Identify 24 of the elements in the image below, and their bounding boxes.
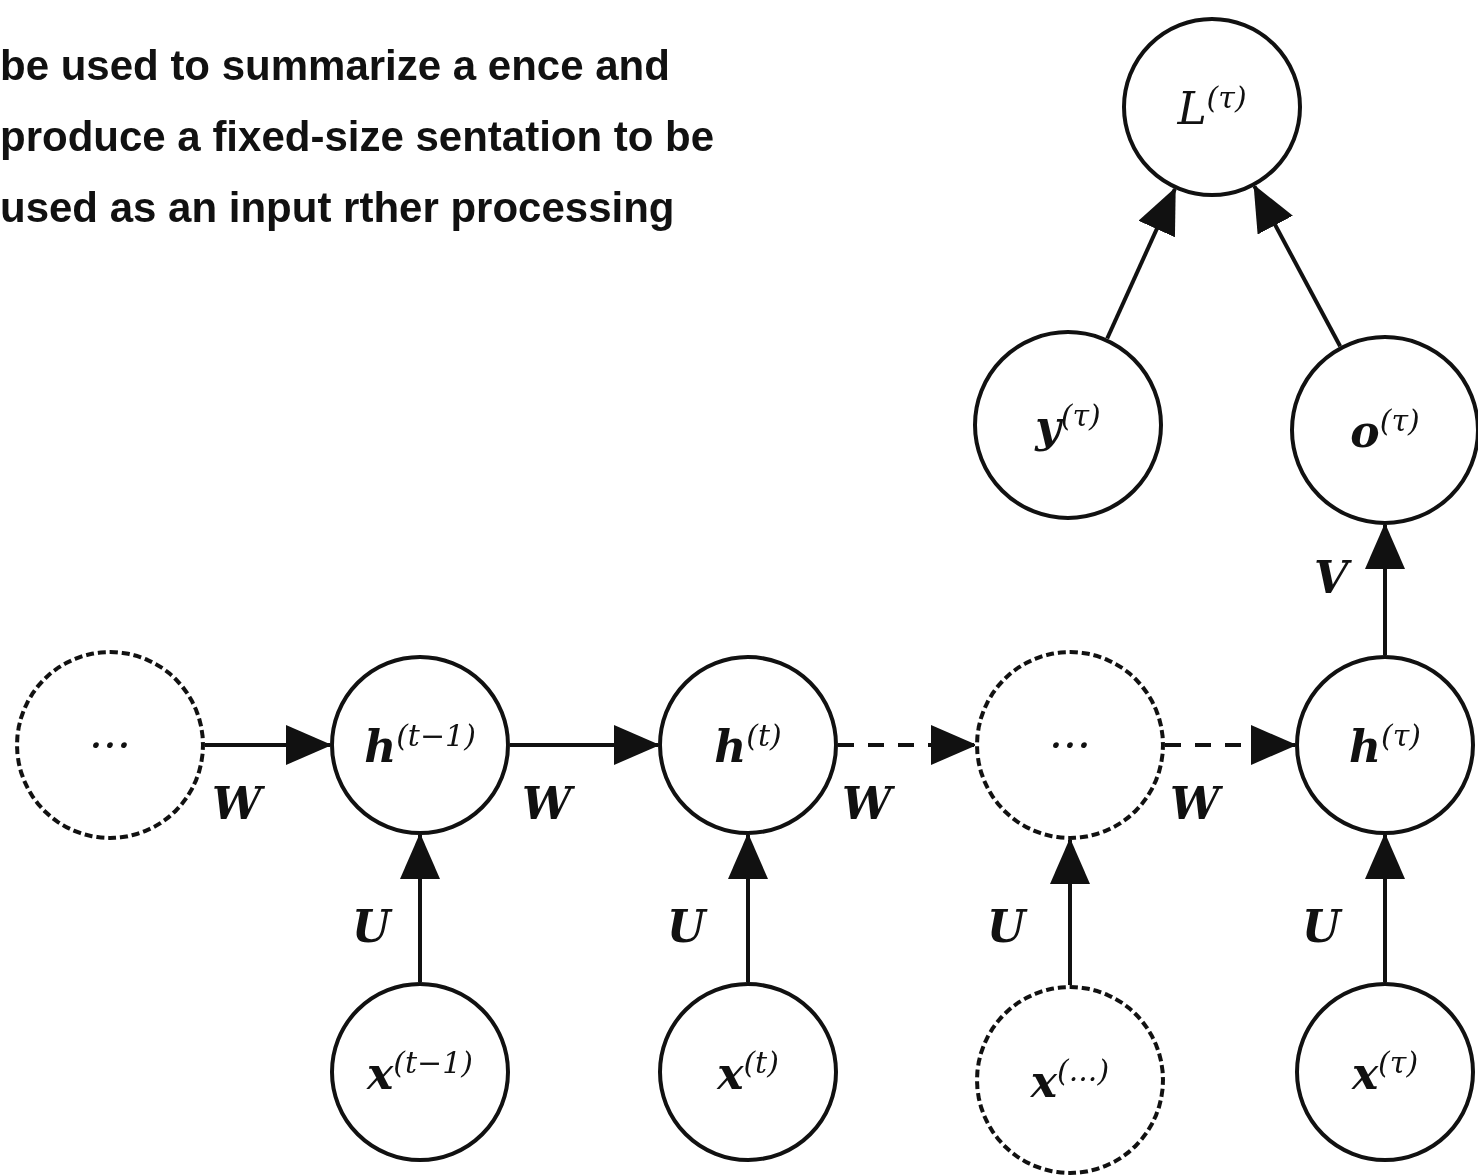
node-label: x$^{(...)}$ — [1030, 1053, 1110, 1107]
arrow — [205, 725, 332, 765]
node-label: x$^{(t)}$ — [717, 1045, 779, 1099]
node-label: h$^{(τ)}$ — [1349, 718, 1421, 772]
arrow — [728, 833, 768, 982]
node-label: L$^{(τ)}$ — [1177, 80, 1247, 134]
note-text: be used to summarize a ence and produce a fixed-size sentation to be used as an input rther processing — [0, 41, 716, 233]
node-label: x$^{(t−1)}$ — [367, 1045, 473, 1099]
node-label: ··· — [1049, 719, 1091, 771]
arrow — [1365, 523, 1405, 655]
node-label: h$^{(t)}$ — [714, 718, 782, 772]
arrow — [1105, 187, 1177, 340]
arrow — [1252, 184, 1342, 348]
arrow — [1165, 725, 1297, 765]
arrow — [400, 833, 440, 982]
arrow — [838, 725, 977, 765]
node-label: o$^{(τ)}$ — [1350, 403, 1420, 457]
node-label: x$^{(τ)}$ — [1351, 1045, 1419, 1099]
node-label: y$^{(τ)}$ — [1035, 398, 1101, 452]
node-label: ··· — [89, 719, 131, 771]
arrow — [510, 725, 660, 765]
arrow — [1365, 833, 1405, 982]
arrow — [1050, 838, 1090, 985]
node-label: h$^{(t−1)}$ — [364, 718, 476, 772]
